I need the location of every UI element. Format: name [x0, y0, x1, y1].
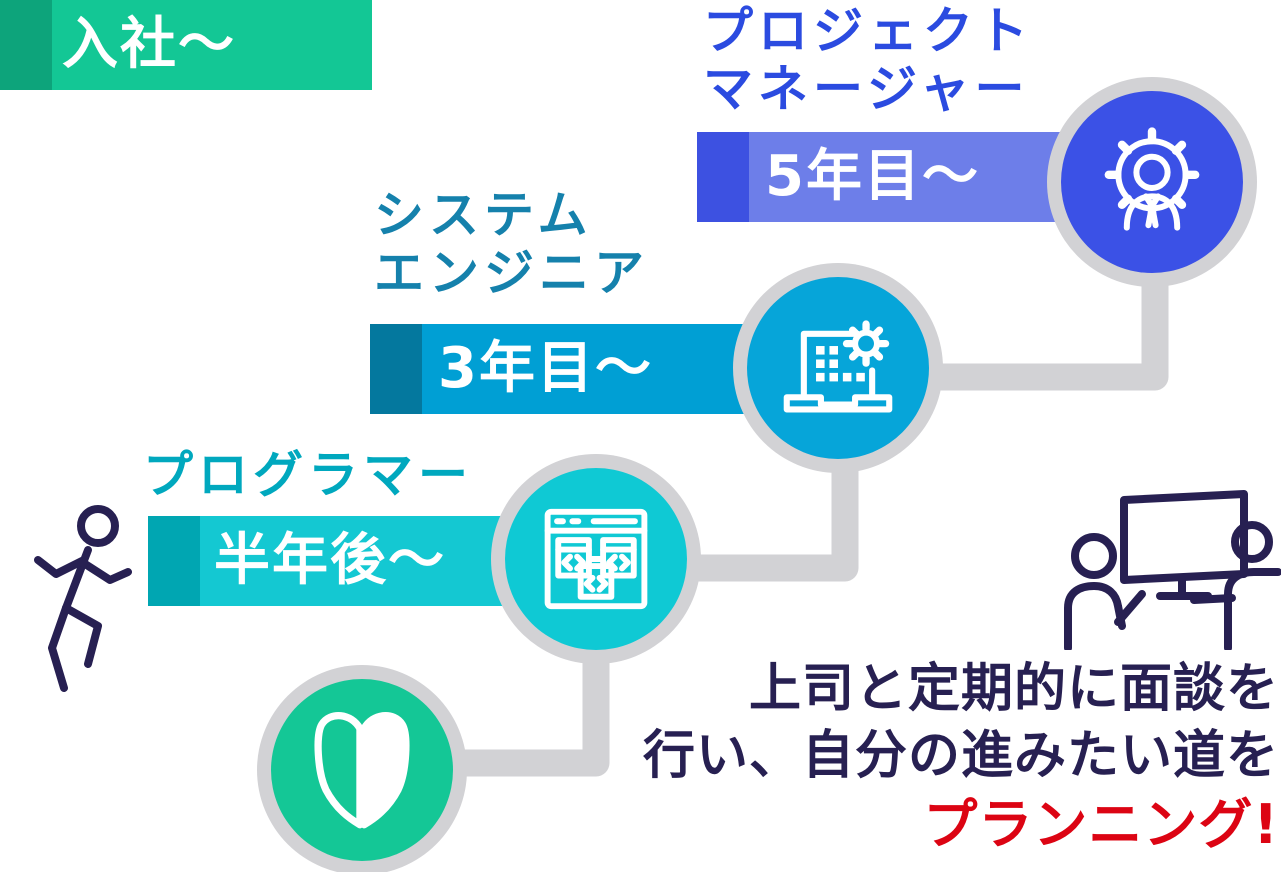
stage-circle-fill — [747, 277, 929, 459]
step-bar-joining: 入社〜 — [0, 0, 372, 90]
step-bar-accent — [370, 324, 422, 414]
stage-circle-fill — [505, 468, 687, 650]
running-person-icon — [34, 505, 132, 692]
stage-title-line: システム — [374, 186, 593, 244]
step-period-label: 5年目〜 — [765, 144, 980, 209]
stage-circle-project-manager — [1047, 77, 1257, 287]
step-bar-accent — [0, 0, 52, 90]
stage-title-line: エンジニア — [374, 244, 649, 302]
stage-circle-programmer — [491, 454, 701, 664]
beginner-mark-icon — [314, 712, 410, 829]
stage-circle-joining — [257, 665, 467, 872]
stage-title-project-manager: プロジェクト マネージャー — [703, 2, 1033, 118]
stage-circle-fill — [1061, 91, 1243, 273]
planning-note: 上司と定期的に面談を 行い、自分の進みたい道を プランニング! — [619, 656, 1279, 860]
code-window-icon — [544, 508, 648, 610]
meeting-illustration-icon — [1064, 490, 1281, 650]
note-highlight: プランニング! — [923, 793, 1279, 856]
stage-circle-system-engineer — [733, 263, 943, 473]
stage-circle-fill — [271, 679, 453, 861]
step-bar-accent — [148, 516, 200, 606]
step-period-label: 半年後〜 — [214, 528, 446, 593]
laptop-gear-icon — [783, 320, 893, 413]
note-line-1: 上司と定期的に面談を — [748, 659, 1279, 719]
step-period-label: 3年目〜 — [438, 336, 653, 401]
stage-title-programmer: プログラマー — [143, 446, 473, 504]
note-line-2: 行い、自分の進みたい道を — [642, 726, 1279, 786]
step-period-label: 入社〜 — [62, 12, 236, 77]
stage-title-line: プロジェクト — [703, 2, 1033, 60]
stage-title-system-engineer: システム エンジニア — [374, 186, 649, 302]
stage-title-line: プログラマー — [143, 446, 473, 504]
step-bar-accent — [697, 132, 749, 222]
stage-title-line: マネージャー — [703, 60, 1030, 118]
manager-gear-icon — [1104, 127, 1200, 231]
